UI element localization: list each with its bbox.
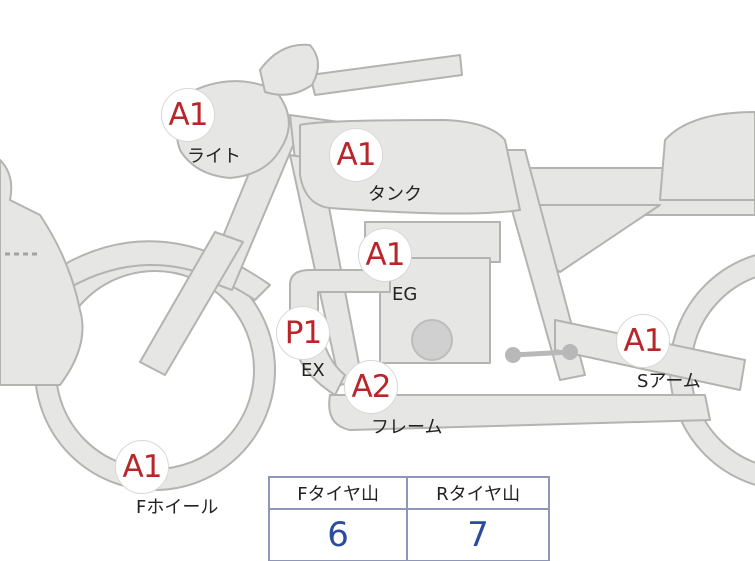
grade-badge: A1 bbox=[329, 128, 383, 182]
grade-badge: P1 bbox=[276, 306, 330, 360]
part-label: Sアーム bbox=[637, 371, 701, 392]
rear-tire-header: Rタイヤ山 bbox=[406, 476, 550, 510]
grade-badge: A2 bbox=[344, 360, 398, 414]
table-header-row: Fタイヤ山 Rタイヤ山 bbox=[267, 476, 550, 510]
seat-shape bbox=[659, 111, 755, 201]
part-label: タンク bbox=[368, 184, 422, 205]
grade-badge: A1 bbox=[358, 228, 412, 282]
table-value-row: 6 7 bbox=[267, 508, 550, 561]
grade-badge: A1 bbox=[161, 88, 215, 142]
part-label: EG bbox=[392, 284, 418, 305]
front-tire-value: 6 bbox=[267, 508, 409, 561]
tire-tread-table: Fタイヤ山 Rタイヤ山 6 7 bbox=[267, 476, 550, 561]
grade-badge: A1 bbox=[616, 314, 670, 368]
part-label: ライト bbox=[187, 146, 241, 167]
front-tire-header: Fタイヤ山 bbox=[267, 476, 409, 510]
part-label: EX bbox=[301, 360, 325, 381]
handlebar-shape bbox=[309, 54, 463, 96]
exhaust-pipe-shape bbox=[289, 269, 391, 396]
rear-tire-value: 7 bbox=[406, 508, 550, 561]
part-label: フレーム bbox=[371, 417, 443, 438]
grade-badge: A1 bbox=[115, 440, 169, 494]
part-label: Fホイール bbox=[136, 497, 219, 518]
left-body-panel-shape bbox=[0, 159, 84, 386]
frame-lower-rail-shape bbox=[328, 394, 711, 431]
